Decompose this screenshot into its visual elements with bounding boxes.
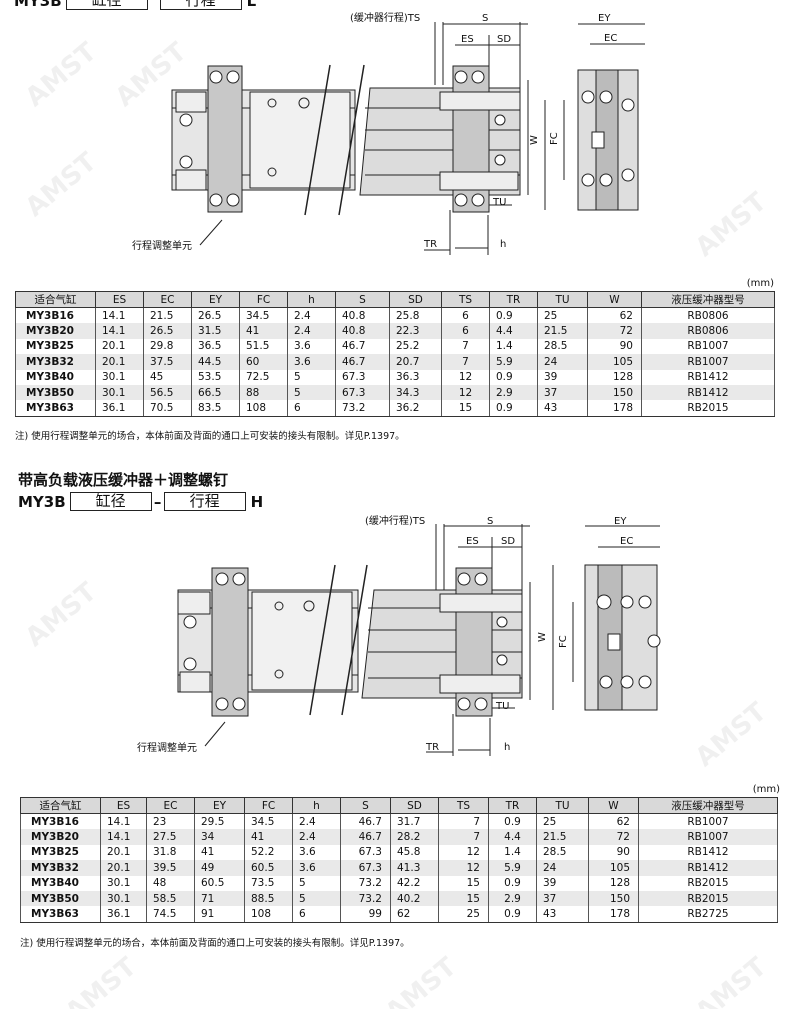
column-header: 适合气缸 [20, 797, 101, 814]
watermark-logo: AMST [380, 952, 463, 1009]
footnote-2: 注) 使用行程调整单元的场合，本体前面及背面的通口上可安装的接头有限制。详见P.… [20, 938, 410, 949]
sd-label: SD [497, 34, 511, 45]
bore-box: 缸径 [65, 0, 148, 10]
adjust-unit-label: 行程调整单元 [132, 239, 192, 252]
ec-label: EC [604, 33, 617, 44]
dimension-table-2: 适合气缸 ES EC EY FC h S SD TS TR TU W 液压缓冲器… [20, 797, 778, 923]
dimension-drawing-1: (缓冲器行程)TS S EY ES SD EC W FC TU TR h 行程调… [132, 11, 645, 255]
tr-label: TR [423, 239, 437, 250]
column-header: TU [537, 291, 588, 308]
watermark-logo: AMST [690, 952, 773, 1009]
column-header: FC [239, 291, 288, 308]
es-label: ES [461, 34, 474, 45]
unit-label-1: (mm) [746, 278, 774, 289]
order-code-1: MY3B 缸径 行程 L [14, 0, 256, 10]
dimension-drawing-2: (缓冲行程)TS S EY ES SD EC W FC TU TR h 行程调整… [137, 514, 661, 756]
column-header: EC [143, 291, 192, 308]
column-header: h [292, 797, 341, 814]
w-label: W [529, 135, 540, 145]
table-header: 适合气缸 ES EC EY FC h S SD TS TR TU W 液压缓冲器… [20, 797, 778, 814]
ts-label: (缓冲器行程)TS [350, 11, 420, 24]
order-prefix: MY3B [14, 0, 62, 10]
column-header: W [587, 291, 642, 308]
column-header: EC [146, 797, 195, 814]
column-header: FC [244, 797, 293, 814]
order-suffix: H [250, 492, 264, 511]
order-dash: – [153, 492, 162, 511]
column-header: TR [488, 797, 537, 814]
unit-label-2: (mm) [752, 784, 780, 795]
column-header: 液压缓冲器型号 [638, 797, 778, 814]
ey-label: EY [598, 13, 611, 24]
column-header: EY [191, 291, 240, 308]
w-label: W [537, 632, 548, 642]
column-header: TS [438, 797, 489, 814]
order-prefix: MY3B [18, 492, 66, 511]
column-header: W [588, 797, 639, 814]
fc-label: FC [549, 132, 560, 145]
column-header: TS [441, 291, 490, 308]
column-header: ES [100, 797, 147, 814]
order-suffix: L [246, 0, 257, 10]
table-header: 适合气缸 ES EC EY FC h S SD TS TR TU W 液压缓冲器… [15, 291, 775, 308]
column-header: 适合气缸 [15, 291, 96, 308]
footnote-1: 注) 使用行程调整单元的场合，本体前面及背面的通口上可安装的接头有限制。详见P.… [15, 431, 405, 442]
s-label: S [487, 516, 493, 527]
s-label: S [482, 13, 488, 24]
column-header: TR [489, 291, 538, 308]
bore-box: 缸径 [69, 492, 152, 511]
tu-label: TU [492, 197, 506, 208]
adjust-unit-label: 行程调整单元 [137, 741, 197, 754]
column-header: TU [536, 797, 589, 814]
ec-label: EC [620, 536, 633, 547]
fc-label: FC [558, 635, 569, 648]
watermark-logo: AMST [60, 952, 143, 1009]
sd-label: SD [501, 536, 515, 547]
stroke-box: 行程 [163, 492, 246, 511]
order-code-2: MY3B 缸径 – 行程 H [18, 492, 263, 511]
tu-label: TU [495, 701, 509, 712]
ey-label: EY [614, 516, 627, 527]
ts-label: (缓冲行程)TS [365, 514, 425, 527]
es-label: ES [466, 536, 479, 547]
h-label: h [500, 239, 506, 250]
column-header: S [340, 797, 391, 814]
column-header: ES [95, 291, 144, 308]
column-header: 液压缓冲器型号 [641, 291, 775, 308]
column-header: SD [389, 291, 442, 308]
section-heading: 带高负载液压缓冲器＋调整螺钉 [18, 471, 229, 489]
column-header: EY [194, 797, 245, 814]
h-label: h [504, 742, 510, 753]
column-header: S [335, 291, 390, 308]
column-header: h [287, 291, 336, 308]
column-header: SD [390, 797, 439, 814]
stroke-box: 行程 [159, 0, 242, 10]
dimension-table-1: 适合气缸 ES EC EY FC h S SD TS TR TU W 液压缓冲器… [15, 291, 775, 417]
tr-label: TR [425, 742, 439, 753]
